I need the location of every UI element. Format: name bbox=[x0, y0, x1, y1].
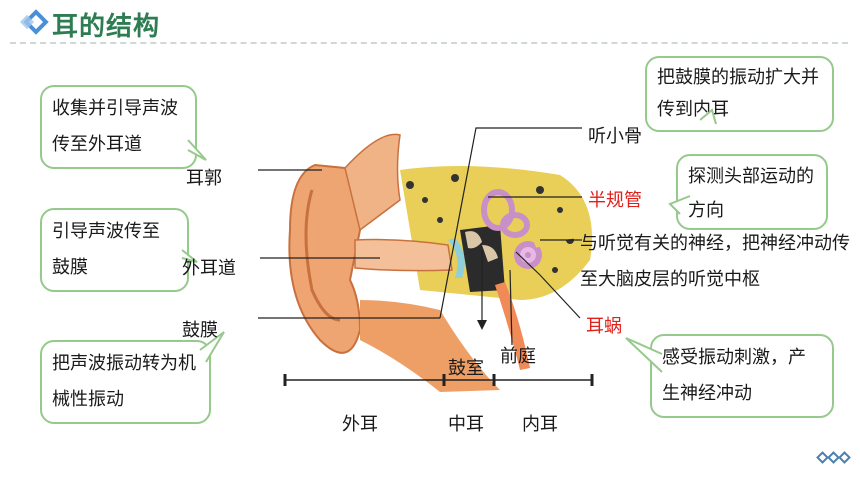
next-slide-icon[interactable] bbox=[816, 450, 852, 466]
ear-canal-shape bbox=[354, 238, 453, 272]
page-title: 耳的结构 bbox=[52, 12, 161, 42]
label-semicircular: 半规管 bbox=[588, 190, 642, 211]
callout-auricle-function: 收集并引导声波传至外耳道 bbox=[40, 85, 197, 169]
label-nerve: 与听觉有关的神经，把神经冲动传至大脑皮层的听觉中枢 bbox=[580, 233, 850, 290]
section-middle-ear: 中耳 bbox=[448, 414, 484, 435]
ossicles-shape bbox=[465, 231, 498, 262]
callout-canal-function: 引导声波传至鼓膜 bbox=[40, 208, 189, 292]
label-auricle: 耳郭 bbox=[186, 168, 222, 189]
eustachian-tube bbox=[495, 282, 530, 370]
header-divider bbox=[10, 42, 848, 44]
callout-cochlea-function: 感受振动刺激，产生神经冲动 bbox=[650, 334, 834, 418]
label-vestibule: 前庭 bbox=[500, 346, 536, 367]
label-ear-canal: 外耳道 bbox=[182, 258, 236, 279]
label-cochlea: 耳蜗 bbox=[586, 316, 622, 337]
section-inner-ear: 内耳 bbox=[522, 414, 558, 435]
semicircular-shape bbox=[481, 189, 530, 238]
callout-semicircular-function: 探测头部运动的方向 bbox=[676, 154, 828, 230]
label-tympanic: 鼓室 bbox=[448, 358, 484, 379]
eardrum-shape bbox=[448, 238, 465, 278]
section-outer-ear: 外耳 bbox=[342, 414, 378, 435]
label-eardrum: 鼓膜 bbox=[182, 320, 218, 341]
callout-eardrum-function: 把声波振动转为机械性振动 bbox=[40, 340, 211, 424]
header-diamond-icon bbox=[18, 8, 52, 38]
label-ossicles: 听小骨 bbox=[588, 126, 642, 147]
callout-ossicle-function: 把鼓膜的振动扩大并传到内耳 bbox=[645, 56, 834, 132]
